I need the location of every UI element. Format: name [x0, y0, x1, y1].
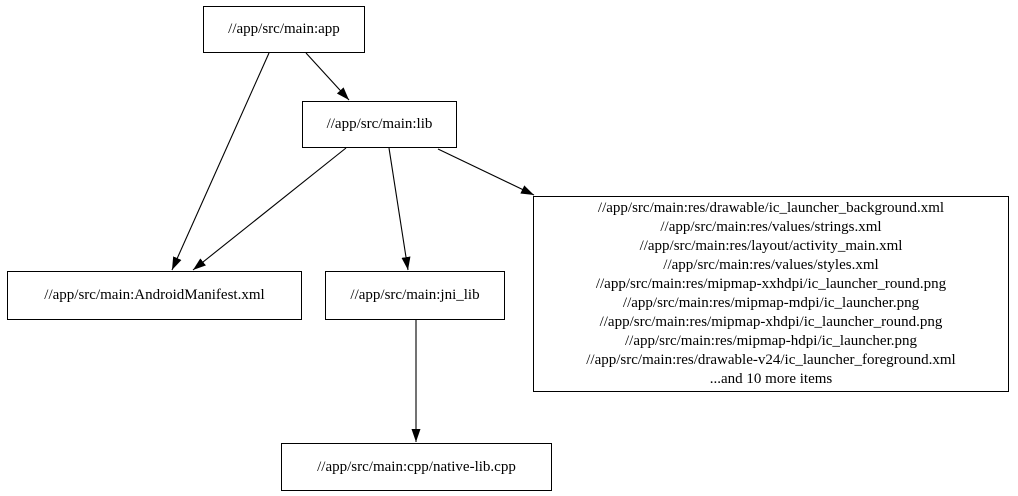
node-lib: //app/src/main:lib [302, 101, 457, 148]
res-file-item: //app/src/main:res/mipmap-hdpi/ic_launch… [624, 333, 917, 349]
node-jni-lib: //app/src/main:jni_lib [325, 271, 505, 320]
res-file-item: //app/src/main:res/mipmap-mdpi/ic_launch… [622, 295, 920, 311]
edge-lib-to-res [437, 148, 535, 196]
res-more-items-note: ...and 10 more items [709, 371, 833, 387]
res-file-item: //app/src/main:res/mipmap-xxhdpi/ic_laun… [595, 276, 947, 292]
node-native-lib-cpp: //app/src/main:cpp/native-lib.cpp [281, 443, 552, 491]
edge-lib-to-manifest [192, 147, 347, 271]
edge-app-to-manifest [171, 52, 270, 271]
edge-app-to-lib [305, 52, 350, 101]
res-file-item: //app/src/main:res/drawable-v24/ic_launc… [586, 352, 956, 368]
res-file-item: //app/src/main:res/drawable/ic_launcher_… [597, 200, 945, 216]
edge-lib-to-jni-lib [388, 147, 411, 271]
node-lib-label: //app/src/main:lib [326, 116, 433, 132]
res-file-item: //app/src/main:res/values/strings.xml [660, 219, 882, 235]
node-android-manifest: //app/src/main:AndroidManifest.xml [7, 271, 302, 320]
res-file-item: //app/src/main:res/values/styles.xml [663, 257, 879, 273]
node-native-lib-cpp-label: //app/src/main:cpp/native-lib.cpp [317, 458, 516, 475]
node-app-label: //app/src/main:app [228, 21, 340, 37]
node-jni-lib-label: //app/src/main:jni_lib [350, 287, 480, 303]
node-android-manifest-label: //app/src/main:AndroidManifest.xml [44, 287, 265, 303]
res-file-item: //app/src/main:res/layout/activity_main.… [639, 238, 903, 254]
res-file-item: //app/src/main:res/mipmap-xhdpi/ic_launc… [599, 314, 943, 330]
node-app: //app/src/main:app [203, 6, 365, 53]
node-res-file-group: //app/src/main:res/drawable/ic_launcher_… [533, 196, 1009, 392]
